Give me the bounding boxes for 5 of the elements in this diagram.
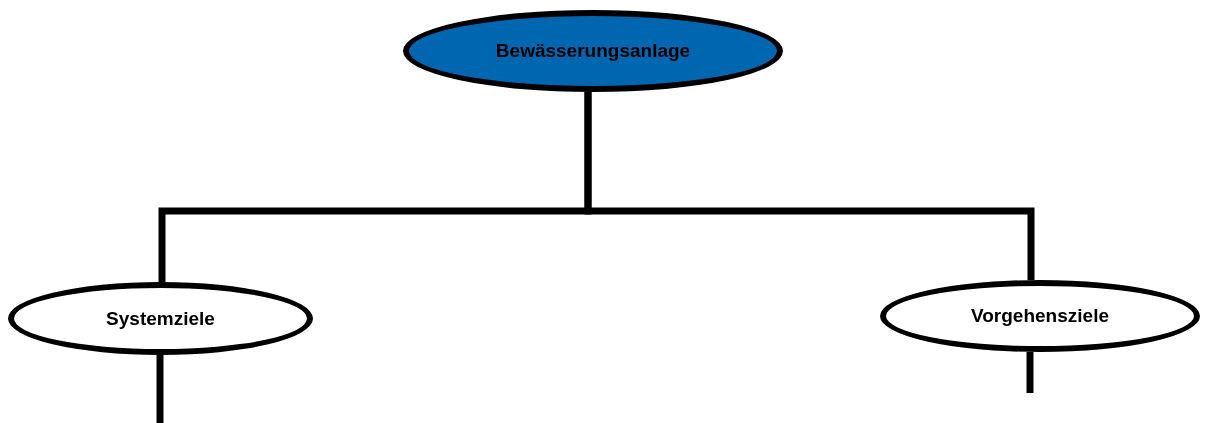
node-label: Systemziele [106,307,215,330]
connector-line [584,92,1035,280]
connector-line [156,355,164,423]
node-label: Bewässerungsanlage [495,40,691,62]
node-label: Vorgehensziele [971,305,1109,327]
